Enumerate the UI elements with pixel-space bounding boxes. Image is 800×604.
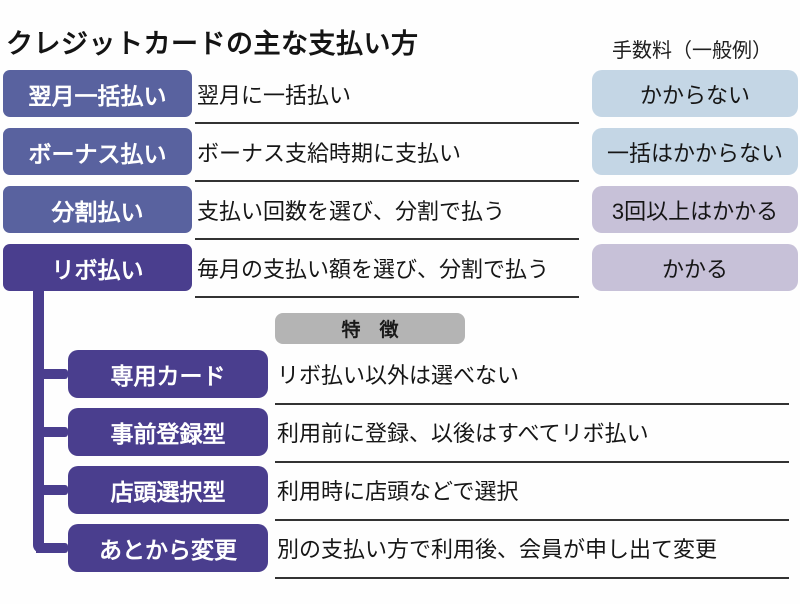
revolving-type-description: 利用時に店頭などで選択 [277, 479, 519, 504]
tree-trunk-connector [33, 290, 44, 553]
payment-method-description: ボーナス支給時期に支払い [197, 140, 462, 166]
payment-method-label-installment: 分割払い [3, 186, 192, 233]
tree-branch-connector [36, 543, 68, 553]
revolving-type-label-change-later: あとから変更 [68, 524, 268, 572]
payment-method-label-next-month-lump: 翌月一括払い [3, 70, 192, 117]
row-divider [275, 577, 789, 579]
row-divider [195, 238, 579, 240]
revolving-type-description: 別の支払い方で利用後、会員が申し出て変更 [277, 537, 718, 562]
tree-branch-connector [36, 485, 68, 495]
payment-method-description: 支払い回数を選び、分割で払う [197, 198, 506, 224]
row-divider [275, 403, 789, 405]
tree-branch-connector [36, 427, 68, 437]
revolving-type-label-store-select: 店頭選択型 [68, 466, 268, 514]
revolving-type-label-dedicated-card: 専用カード [68, 350, 268, 398]
row-divider [195, 122, 579, 124]
fee-column-header: 手数料（一般例） [612, 40, 772, 62]
payment-method-description: 毎月の支払い額を選び、分割で払う [197, 256, 550, 282]
row-divider [195, 296, 579, 298]
row-divider [275, 519, 789, 521]
revolving-type-description: 利用前に登録、以後はすべてリボ払い [277, 421, 649, 446]
fee-badge: かかる [592, 244, 798, 291]
fee-badge: かからない [592, 70, 798, 117]
revolving-type-label-preregistered: 事前登録型 [68, 408, 268, 456]
row-divider [275, 461, 789, 463]
features-column-header: 特 徴 [275, 313, 465, 344]
tree-branch-connector [36, 369, 68, 379]
row-divider [195, 180, 579, 182]
fee-badge: 3回以上はかかる [592, 186, 798, 233]
fee-badge: 一括はかからない [592, 128, 798, 175]
page-title: クレジットカードの主な支払い方 [6, 29, 419, 59]
payment-method-description: 翌月に一括払い [197, 82, 352, 108]
payment-method-label-revolving: リボ払い [3, 244, 192, 291]
payment-method-label-bonus: ボーナス払い [3, 128, 192, 175]
revolving-type-description: リボ払い以外は選べない [277, 363, 520, 388]
